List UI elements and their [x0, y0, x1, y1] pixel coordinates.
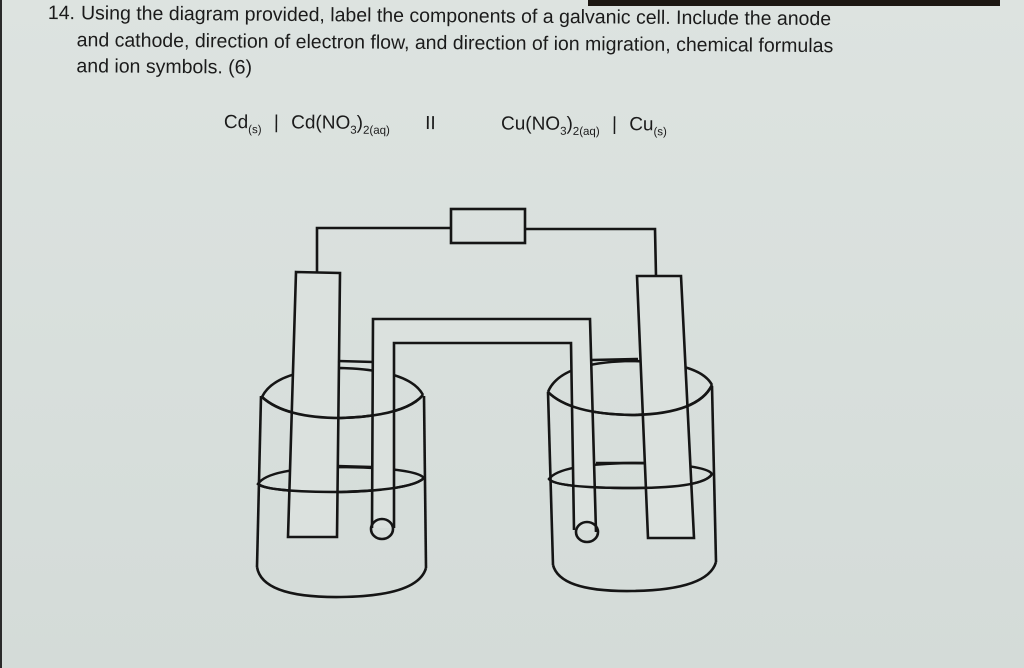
left-beaker-bottom	[255, 566, 428, 599]
right-beaker-side-right	[710, 385, 718, 563]
wire-left	[315, 226, 451, 272]
page-top-dark-bar	[588, 0, 1000, 6]
right-rim-front-overlay	[547, 384, 714, 417]
right-electrode-rim-tick	[590, 357, 639, 362]
right-electrode-body	[635, 274, 696, 540]
left-electrode-rim-tick	[337, 359, 375, 364]
salt-bridge-fill	[372, 319, 596, 530]
salt-bridge-left-opening	[369, 517, 395, 541]
page-left-edge	[0, 0, 2, 668]
salt-bridge-inner	[392, 341, 576, 531]
left-electrode	[286, 270, 375, 539]
right-liquid-front-overlay	[547, 473, 714, 490]
left-rim-front-overlay	[261, 394, 424, 420]
left-liquid-front-overlay	[257, 476, 425, 494]
wire-right	[525, 227, 658, 277]
left-beaker-rim-front	[261, 394, 424, 420]
left-electrode-liquid-tick	[336, 464, 373, 469]
left-electrode-body	[286, 270, 342, 539]
external-circuit	[315, 207, 658, 277]
salt-bridge-outer	[370, 317, 598, 533]
left-beaker-side-right	[422, 395, 428, 569]
right-electrode	[590, 274, 696, 540]
right-beaker-rim-back	[546, 359, 714, 393]
left-beaker-rim-back	[260, 366, 425, 398]
load-box	[449, 207, 527, 245]
front-lines	[257, 384, 714, 494]
left-beaker	[255, 366, 428, 599]
salt-bridge-right-opening	[574, 520, 600, 544]
salt-bridge	[369, 317, 600, 544]
right-beaker-bottom	[551, 561, 718, 593]
